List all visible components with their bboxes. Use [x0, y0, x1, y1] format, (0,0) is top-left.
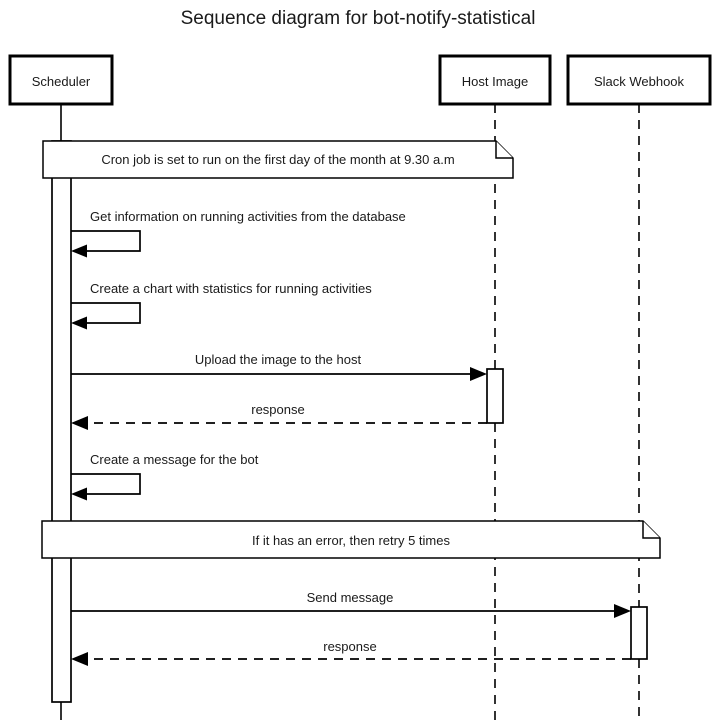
arrowhead-create-message	[71, 487, 87, 501]
arrowhead-upload-response	[71, 416, 88, 430]
participant-label-host-image: Host Image	[462, 74, 528, 89]
message-create-message[interactable]: Create a message for the bot	[71, 452, 259, 501]
note-retry-body[interactable]	[41, 520, 661, 559]
message-label-upload-response: response	[251, 402, 304, 417]
activation-bars	[51, 140, 648, 703]
participant-box-scheduler[interactable]	[8, 54, 114, 106]
activation-slack-webhook	[630, 606, 648, 660]
message-line-create-chart[interactable]	[71, 302, 141, 324]
message-upload-response[interactable]: response	[71, 402, 487, 430]
participant-scheduler[interactable]: Scheduler	[8, 54, 114, 106]
participant-box-slack-webhook[interactable]	[566, 54, 712, 106]
arrowhead-get-information	[71, 244, 87, 258]
message-send-response[interactable]: response	[71, 639, 631, 666]
message-label-upload-image: Upload the image to the host	[195, 352, 362, 367]
note-cron-body[interactable]	[42, 140, 514, 179]
activation-host-image	[486, 368, 504, 424]
arrowhead-upload-image	[470, 367, 487, 381]
note-retry[interactable]: If it has an error, then retry 5 times	[41, 520, 661, 559]
message-get-information[interactable]: Get information on running activities fr…	[71, 209, 406, 258]
message-send-message[interactable]: Send message	[71, 590, 631, 618]
message-line-get-information[interactable]	[71, 230, 141, 252]
note-cron-text: Cron job is set to run on the first day …	[101, 152, 454, 167]
lifelines	[60, 104, 640, 720]
page-title: Sequence diagram for bot-notify-statisti…	[181, 8, 536, 29]
message-label-send-response: response	[323, 639, 376, 654]
participant-box-host-image[interactable]	[438, 54, 552, 106]
message-label-send-message: Send message	[307, 590, 394, 605]
note-retry-fold-icon	[642, 521, 660, 539]
participant-host-image[interactable]: Host Image	[438, 54, 552, 106]
message-line-create-message[interactable]	[71, 473, 141, 495]
note-cron-fold-icon	[495, 141, 513, 159]
message-create-chart[interactable]: Create a chart with statistics for runni…	[71, 281, 372, 330]
arrowhead-create-chart	[71, 316, 87, 330]
arrowhead-send-message	[614, 604, 631, 618]
note-retry-text: If it has an error, then retry 5 times	[252, 533, 450, 548]
message-label-create-chart: Create a chart with statistics for runni…	[90, 281, 372, 296]
activation-scheduler	[51, 140, 72, 703]
participant-slack-webhook[interactable]: Slack Webhook	[566, 54, 712, 106]
message-label-get-information: Get information on running activities fr…	[90, 209, 406, 224]
participant-label-slack-webhook: Slack Webhook	[594, 74, 685, 89]
message-label-create-message: Create a message for the bot	[90, 452, 259, 467]
note-cron[interactable]: Cron job is set to run on the first day …	[42, 140, 514, 179]
participant-label-scheduler: Scheduler	[32, 74, 91, 89]
arrowhead-send-response	[71, 652, 88, 666]
message-upload-image[interactable]: Upload the image to the host	[71, 352, 487, 381]
